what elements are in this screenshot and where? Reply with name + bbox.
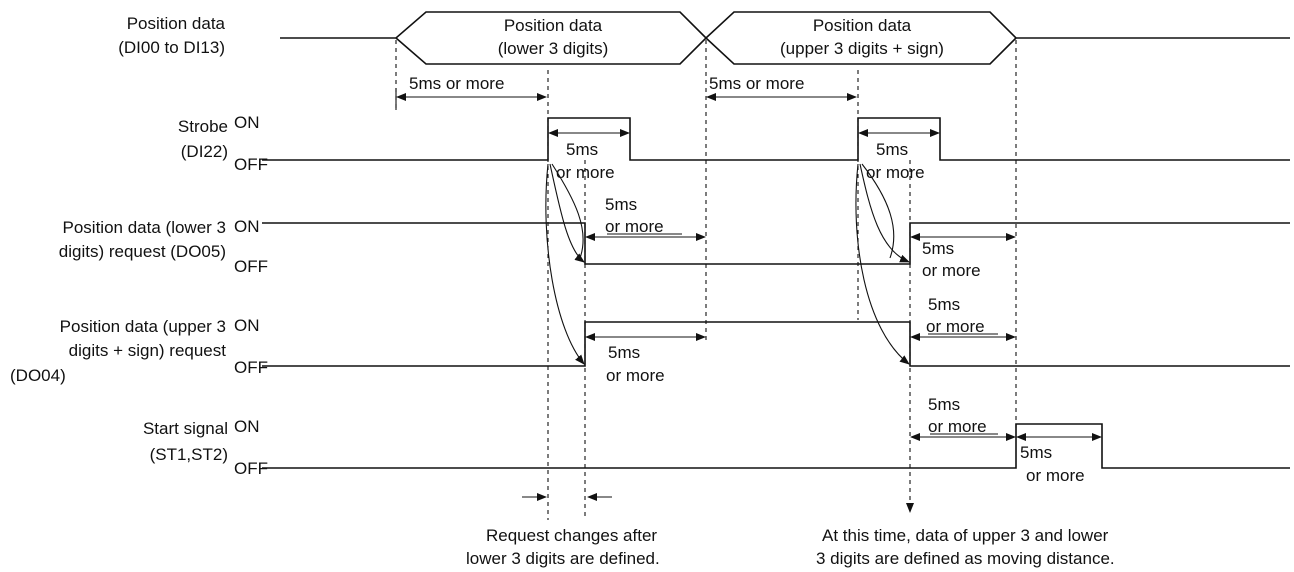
upper-block-line-2: (upper 3 digits + sign)	[780, 39, 944, 58]
start-1-t2: or more	[928, 417, 987, 436]
lower-req-on-label: ON	[234, 217, 260, 236]
strobe-1-t2: or more	[556, 163, 615, 182]
note-right-2: 3 digits are defined as moving distance.	[816, 549, 1115, 568]
start-2-t2: or more	[1026, 466, 1085, 485]
upper-req-line	[262, 321, 1290, 367]
upper-block-line-1: Position data	[813, 16, 912, 35]
start-line	[262, 423, 1290, 469]
note-right-1: At this time, data of upper 3 and lower	[822, 526, 1109, 545]
position-label-1: Position data	[127, 14, 226, 33]
start-label-2: (ST1,ST2)	[150, 445, 228, 464]
upper-req-2-t2: or more	[926, 317, 985, 336]
upper-req-label-2: digits + sign) request	[69, 341, 227, 360]
strobe-label-1: Strobe	[178, 117, 228, 136]
cause-curve	[551, 163, 584, 259]
lower-req-label-1: Position data (lower 3	[63, 218, 226, 237]
lower-req-label-2: digits) request (DO05)	[59, 242, 226, 261]
start-2-t1: 5ms	[1020, 443, 1052, 462]
lower-block-line-1: Position data	[504, 16, 603, 35]
cause-curve	[859, 163, 910, 263]
strobe-2-t1: 5ms	[876, 140, 908, 159]
upper-req-label-3: (DO04)	[10, 366, 66, 385]
note-left-2: lower 3 digits are defined.	[466, 549, 660, 568]
note-left-1: Request changes after	[486, 526, 657, 545]
upper-req-1-t2: or more	[606, 366, 665, 385]
position-label-2: (DI00 to DI13)	[118, 38, 225, 57]
interval-1-label: 5ms or more	[409, 74, 504, 93]
strobe-1-t1: 5ms	[566, 140, 598, 159]
strobe-off-label: OFF	[234, 155, 268, 174]
upper-req-label-1: Position data (upper 3	[60, 317, 226, 336]
upper-req-2-t1: 5ms	[928, 295, 960, 314]
lower-req-line	[262, 222, 1290, 265]
start-off-label: OFF	[234, 459, 268, 478]
start-label-1: Start signal	[143, 419, 228, 438]
lower-req-2-t2: or more	[922, 261, 981, 280]
start-on-label: ON	[234, 417, 260, 436]
lower-req-1-t2: or more	[605, 217, 664, 236]
start-1-t1: 5ms	[928, 395, 960, 414]
strobe-label-2: (DI22)	[181, 142, 228, 161]
upper-req-on-label: ON	[234, 316, 260, 335]
interval-2-label: 5ms or more	[709, 74, 804, 93]
cause-curve	[549, 163, 585, 263]
lower-req-off-label: OFF	[234, 257, 268, 276]
lower-req-1-t1: 5ms	[605, 195, 637, 214]
strobe-on-label: ON	[234, 113, 260, 132]
cause-curve	[545, 163, 585, 365]
cause-curve	[861, 163, 895, 259]
strobe-2-t2: or more	[866, 163, 925, 182]
position-bus-line	[280, 11, 1290, 65]
upper-req-1-t1: 5ms	[608, 343, 640, 362]
lower-req-2-t1: 5ms	[922, 239, 954, 258]
cause-curve	[855, 163, 910, 365]
lower-block-line-2: (lower 3 digits)	[498, 39, 609, 58]
strobe-line	[262, 117, 1290, 161]
upper-req-off-label: OFF	[234, 358, 268, 377]
